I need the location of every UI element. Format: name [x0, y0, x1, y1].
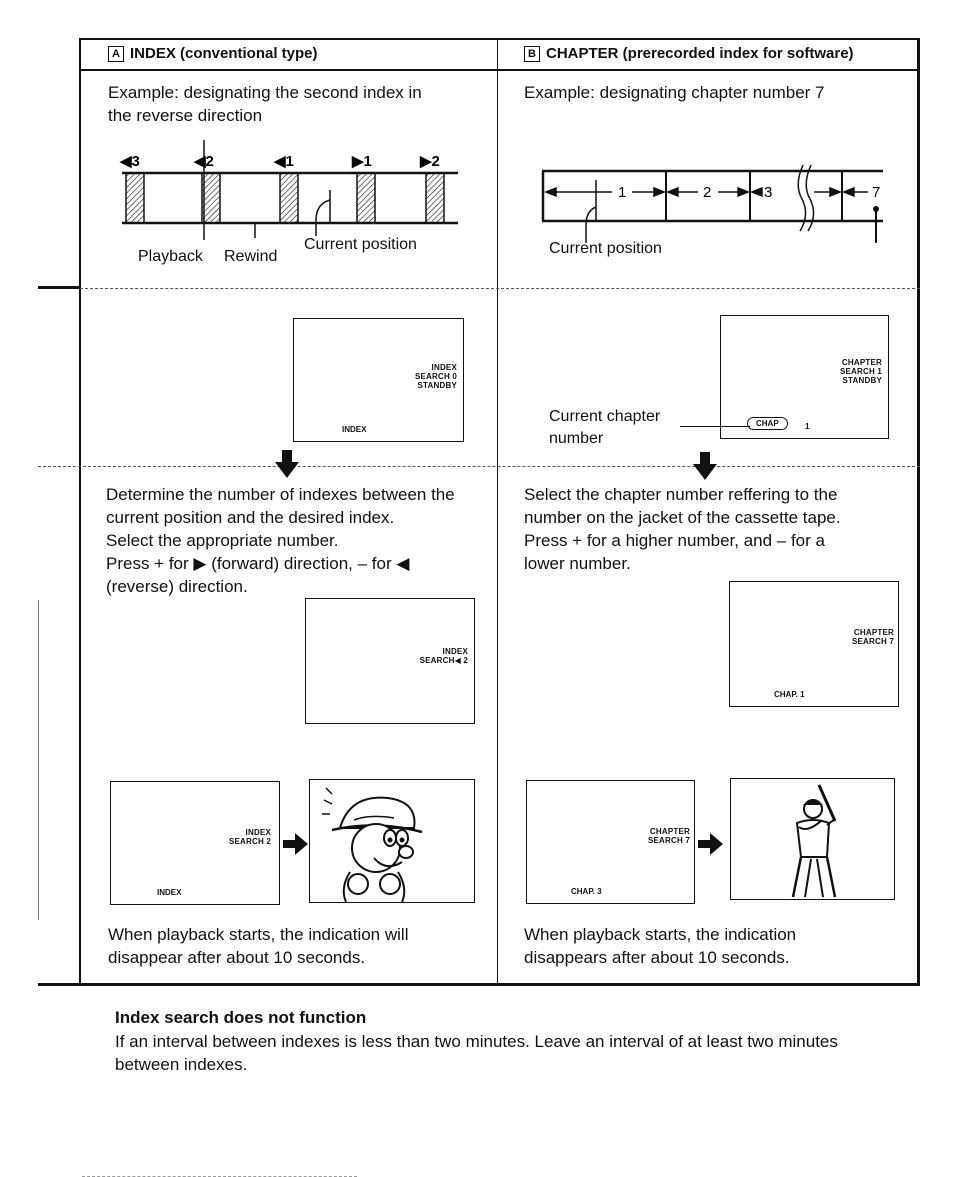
chapter-final-screen: CHAPTER SEARCH 7 CHAP. 3	[526, 780, 695, 904]
cartoon-kid-image	[310, 780, 474, 902]
playback-label: Playback	[138, 248, 203, 266]
table-bottom-border	[38, 983, 920, 986]
note-body: If an interval between indexes is less t…	[115, 1030, 935, 1076]
chapter-down-arrow	[692, 452, 718, 482]
chapter-playback-image	[730, 778, 895, 900]
row-divider-1	[80, 288, 920, 289]
index-standby-screen: INDEX SEARCH 0 STANDBY INDEX	[293, 318, 464, 442]
index-footer-text: When playback starts, the indication wil…	[108, 923, 488, 969]
index-label-r3: ◀3	[119, 153, 140, 170]
index-label-r1: ◀1	[273, 153, 294, 170]
index-instruction: Determine the number of indexes between …	[106, 483, 498, 598]
label-b-box: B	[524, 46, 540, 62]
current-chapter-label: Current chapter number	[549, 406, 660, 450]
table-right-border	[917, 38, 920, 985]
table-top-border	[80, 38, 920, 40]
label-a-box: A	[108, 46, 124, 62]
index-final-osd: INDEX SEARCH 2	[229, 828, 271, 846]
index-column-header: A INDEX (conventional type)	[108, 45, 318, 62]
index-standby-osd: INDEX SEARCH 0 STANDBY	[415, 363, 457, 390]
left-margin-bar	[38, 600, 39, 920]
index-search-osd: INDEX SEARCH◀ 2	[420, 647, 468, 665]
chapter-tape-diagram: 1 2 3 7	[538, 165, 898, 245]
index-label-r2: ◀2	[193, 153, 214, 170]
chapter-label-1: 1	[618, 184, 626, 201]
chapter-final-osd: CHAPTER SEARCH 7	[648, 827, 690, 845]
chapter-column-header: B CHAPTER (prerecorded index for software…	[524, 45, 854, 62]
index-final-screen: INDEX SEARCH 2 INDEX	[110, 781, 280, 905]
chapter-example-text: Example: designating chapter number 7	[524, 81, 904, 104]
chapter-right-arrow	[698, 832, 724, 856]
chapter-current-position-label: Current position	[549, 240, 662, 258]
index-down-arrow	[274, 450, 300, 480]
index-mark-r3	[126, 173, 144, 223]
index-label-f1: ▶1	[351, 153, 372, 170]
index-playback-image	[309, 779, 475, 903]
chap-badge-text: CHAP	[756, 419, 779, 428]
chapter-search-bottom: CHAP. 1	[774, 690, 805, 699]
chapter-instruction: Select the chapter number reffering to t…	[524, 483, 904, 575]
chapter-footer-text: When playback starts, the indication dis…	[524, 923, 904, 969]
index-mark-f1	[357, 173, 375, 223]
header-divider	[80, 69, 920, 71]
chapter-final-bottom: CHAP. 3	[571, 887, 602, 896]
table-left-border	[79, 38, 81, 985]
chap-badge-number: 1	[805, 422, 809, 431]
chapter-search-osd: CHAPTER SEARCH 7	[852, 628, 894, 646]
chapter-label-3: 3	[764, 184, 772, 201]
index-example-text: Example: designating the second index in…	[108, 81, 488, 127]
baseball-player-image	[731, 779, 894, 899]
left-tab-mark	[38, 286, 81, 289]
rewind-label: Rewind	[224, 248, 277, 266]
chapter-column-title: CHAPTER (prerecorded index for software)	[546, 45, 854, 62]
chapter-label-7: 7	[872, 184, 880, 201]
chapter-search-screen: CHAPTER SEARCH 7 CHAP. 1	[729, 581, 899, 707]
index-right-arrow	[283, 832, 309, 856]
chapter-standby-screen: CHAPTER SEARCH 1 STANDBY	[720, 315, 889, 439]
index-column-title: INDEX (conventional type)	[130, 45, 318, 62]
index-standby-bottom: INDEX	[342, 425, 366, 434]
current-chapter-leader	[680, 426, 750, 427]
chapter-standby-osd: CHAPTER SEARCH 1 STANDBY	[840, 358, 882, 385]
chap-badge: CHAP	[747, 417, 788, 430]
index-mark-r1	[280, 173, 298, 223]
index-current-position-label: Current position	[304, 236, 417, 254]
note-title: Index search does not function	[115, 1006, 366, 1029]
index-mark-f2	[426, 173, 444, 223]
chapter-label-2: 2	[703, 184, 711, 201]
index-final-bottom: INDEX	[157, 888, 181, 897]
index-label-f2: ▶2	[419, 153, 440, 170]
index-search-screen: INDEX SEARCH◀ 2	[305, 598, 475, 724]
row-divider-2	[38, 466, 920, 467]
